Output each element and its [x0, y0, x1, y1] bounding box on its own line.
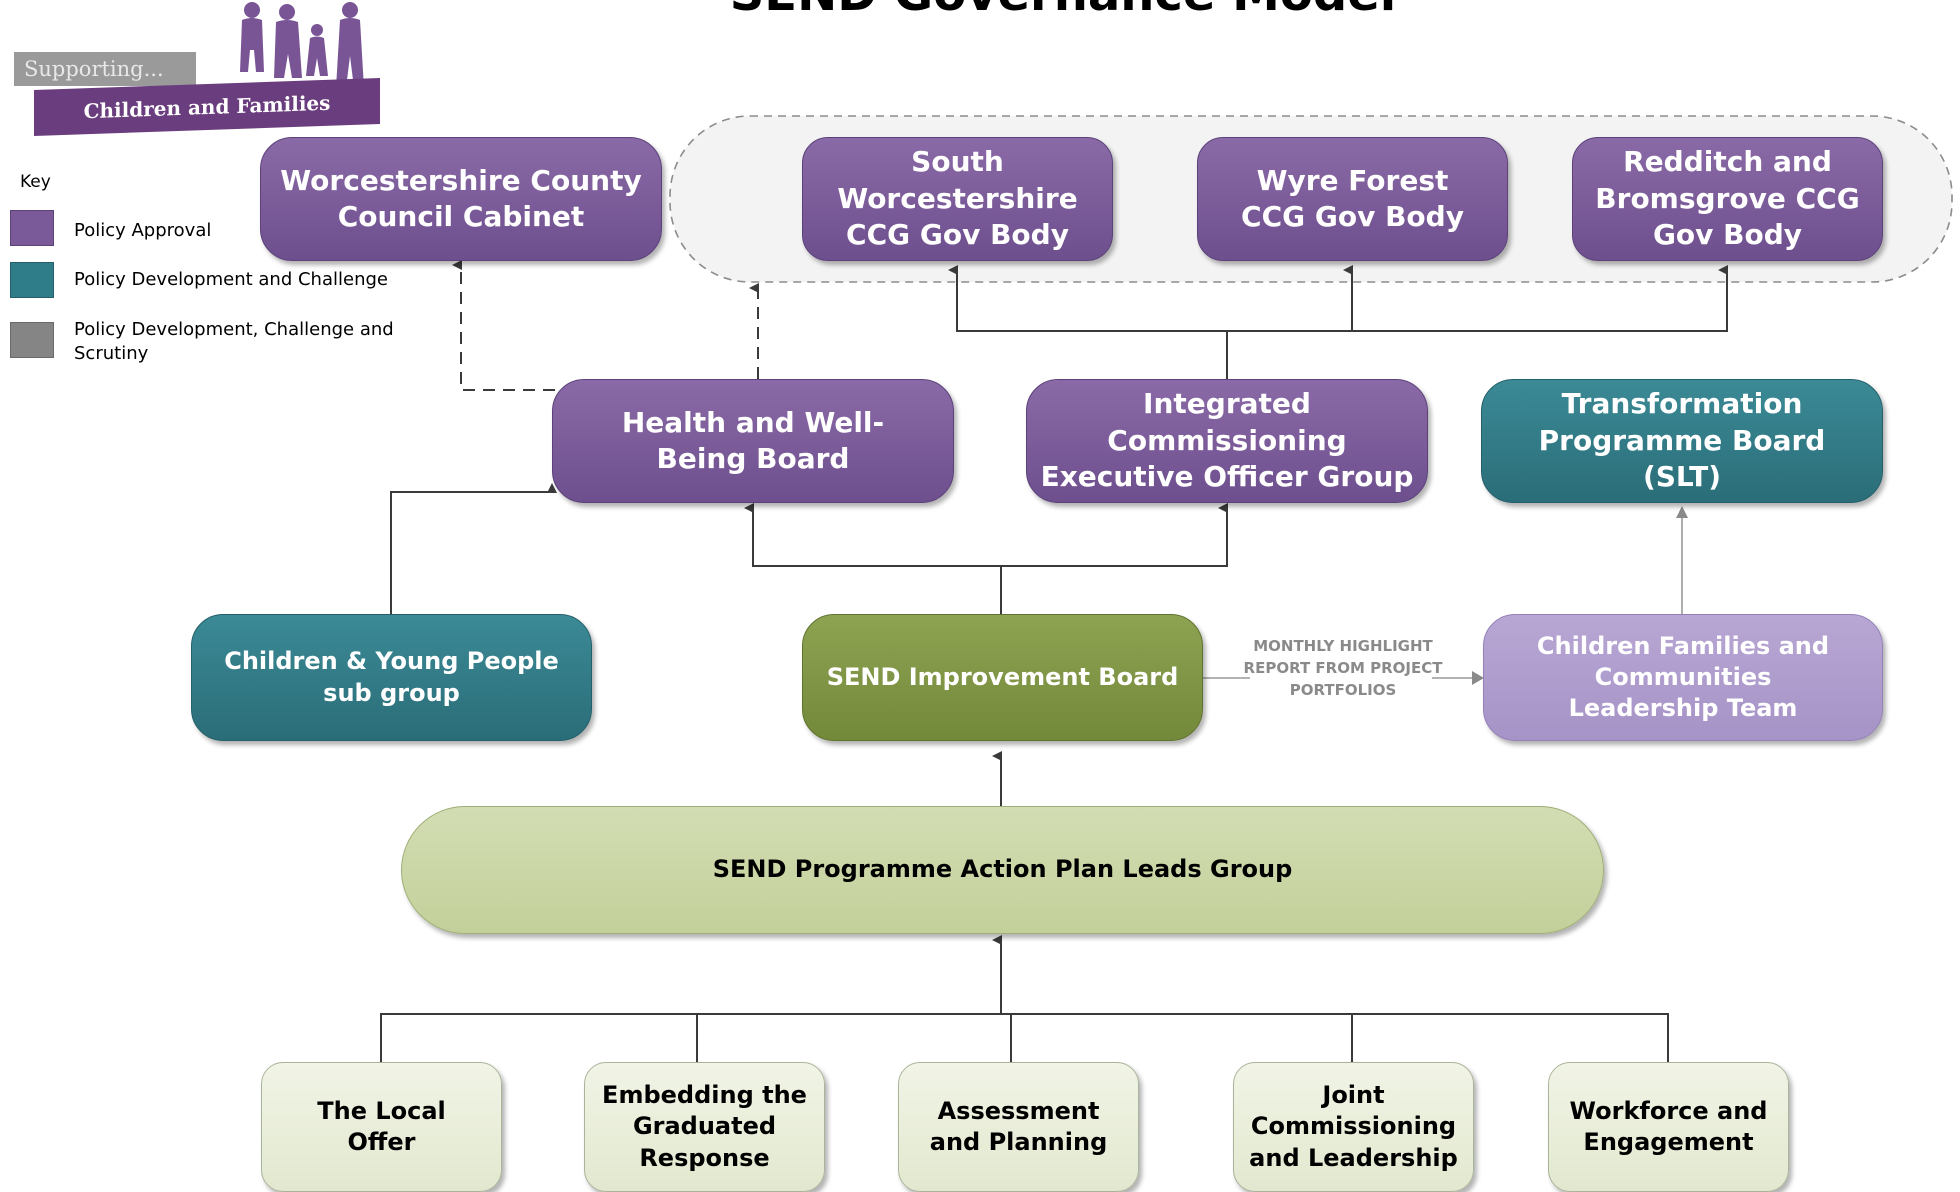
logo-supporting-text: Supporting... [14, 52, 196, 86]
node-health-wellbeing-board: Health and Well-Being Board [552, 379, 954, 503]
family-silhouette-icon [240, 2, 364, 88]
key-swatch-policy-scrutiny [10, 322, 54, 358]
cfc-to-tpb-arrowhead [1676, 506, 1688, 518]
node-transformation-programme-board: Transformation Programme Board (SLT) [1481, 379, 1883, 503]
node-worcestershire-cabinet: Worcestershire County Council Cabinet [260, 137, 662, 261]
cyp-to-hwb-connector [390, 483, 557, 614]
node-cyp-sub-group: Children & Young People sub group [191, 614, 592, 741]
key-label-policy-scrutiny: Policy Development, Challenge and Scruti… [74, 319, 394, 364]
node-wyre-forest-ccg: Wyre Forest CCG Gov Body [1197, 137, 1508, 261]
node-local-offer: The Local Offer [261, 1062, 502, 1192]
supporting-children-families-logo: Supporting... Children and Families [6, 0, 380, 137]
monthly-report-note: MONTHLY HIGHLIGHT REPORT FROM PROJECT PO… [1243, 637, 1443, 699]
report-to-cfc-arrowhead [1472, 671, 1484, 685]
key-swatch-policy-development [10, 262, 54, 298]
workstreams-bus [380, 1013, 1669, 1062]
node-redditch-bromsgrove-ccg: Redditch and Bromsgrove CCG Gov Body [1572, 137, 1883, 261]
logo-band-text: Children and Families [34, 77, 380, 137]
node-integrated-commissioning-group: Integrated Commissioning Executive Offic… [1026, 379, 1428, 503]
page-title: SEND Governance Model [0, 0, 1960, 22]
node-send-improvement-board: SEND Improvement Board [802, 614, 1203, 741]
key-swatch-policy-approval [10, 210, 54, 246]
node-workforce-engagement: Workforce and Engagement [1548, 1062, 1789, 1192]
node-cfc-leadership-team: Children Families and Communities Leader… [1483, 614, 1883, 741]
send-board-to-hwb-connector [744, 503, 1002, 614]
node-graduated-response: Embedding the Graduated Response [584, 1062, 825, 1192]
node-assessment-planning: Assessment and Planning [898, 1062, 1139, 1192]
node-joint-commissioning: Joint Commissioning and Leadership [1233, 1062, 1474, 1192]
send-board-to-icg-connector [1001, 503, 1228, 567]
icg-to-redditch-connector [1352, 265, 1728, 332]
key-title: Key [20, 172, 51, 192]
key-label-policy-development: Policy Development and Challenge [74, 269, 388, 290]
node-send-programme-leads-group: SEND Programme Action Plan Leads Group [401, 806, 1604, 934]
hwb-to-cabinet-connector [452, 260, 555, 391]
key-label-policy-approval: Policy Approval [74, 220, 212, 241]
icg-to-ccg-connector [948, 265, 1228, 379]
node-south-worcestershire-ccg: South Worcestershire CCG Gov Body [802, 137, 1113, 261]
